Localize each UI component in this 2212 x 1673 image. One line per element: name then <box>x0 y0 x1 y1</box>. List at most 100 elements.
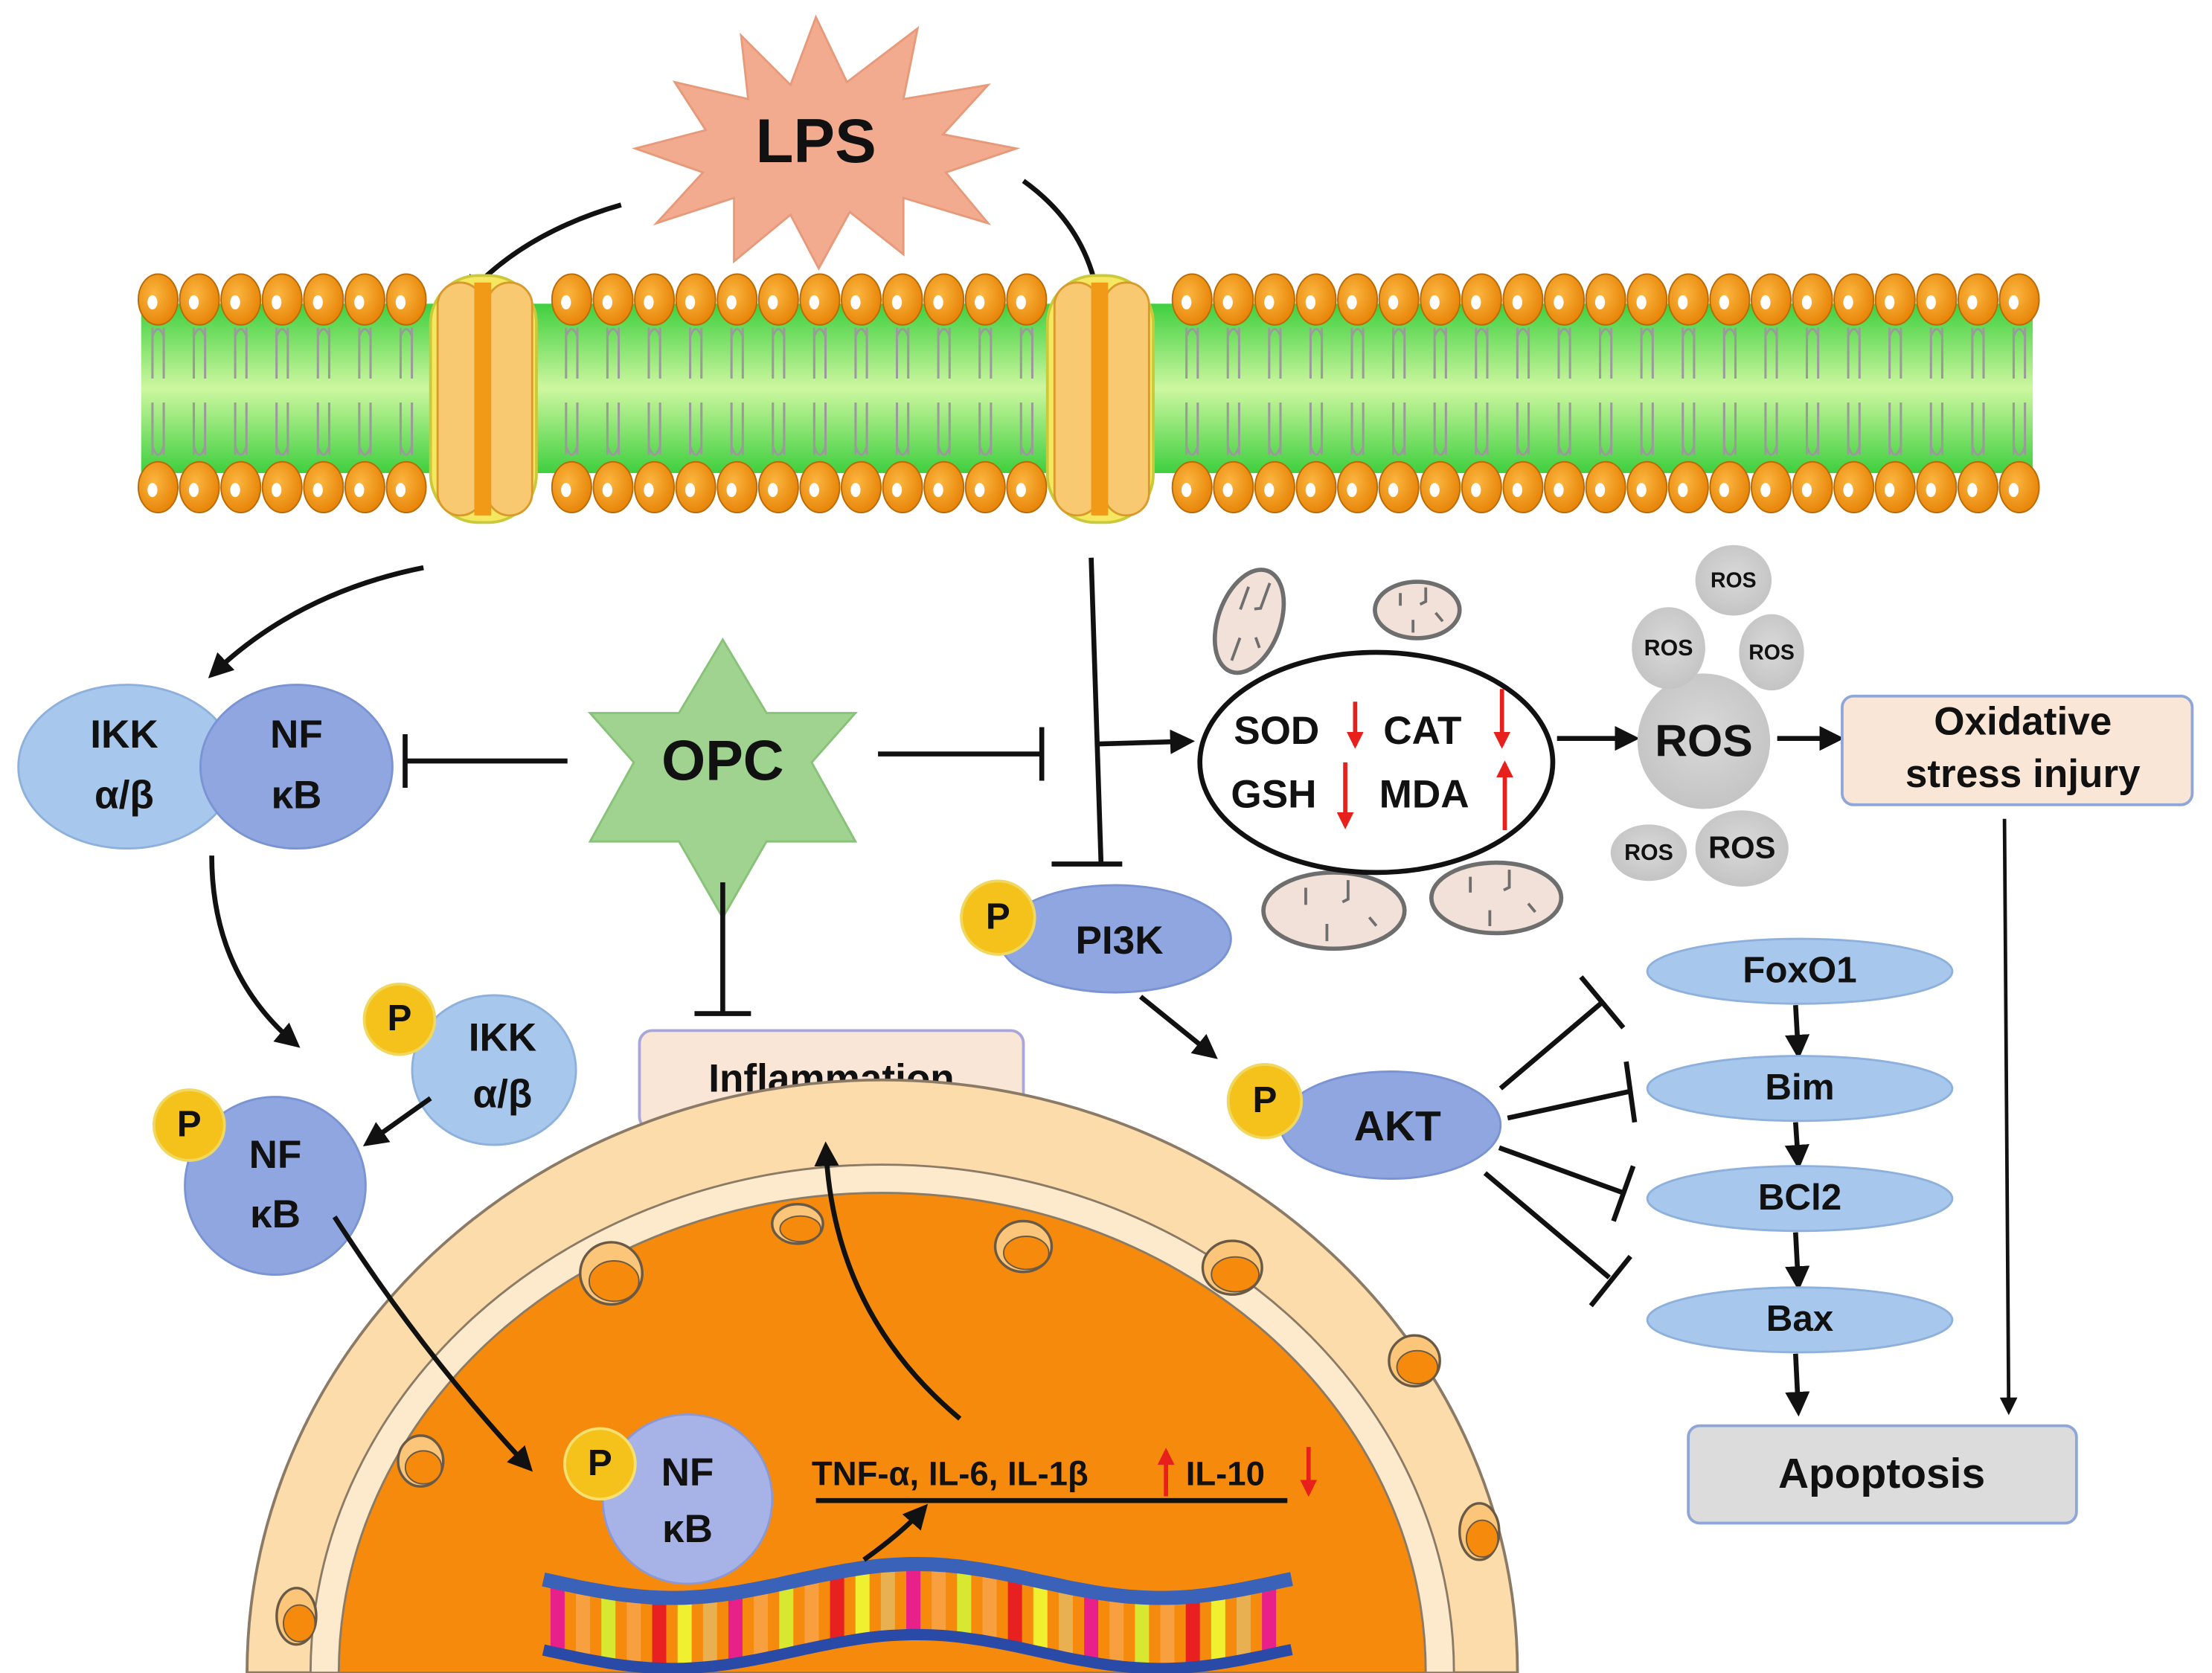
dna-base-pair <box>804 1577 819 1648</box>
lipid-tail <box>316 327 330 379</box>
chain-protein-bax: Bax <box>1646 1286 1954 1354</box>
akt-label: AKT <box>1354 1102 1441 1150</box>
chain-arrow <box>1785 1353 1810 1417</box>
dna-base-pair <box>1109 1595 1124 1666</box>
lipid-head <box>1420 273 1461 326</box>
lipid-head <box>634 460 676 514</box>
dna-base-pair <box>932 1564 946 1636</box>
ros-small-3: ROS <box>1739 614 1804 691</box>
lipid-tail <box>1516 327 1530 379</box>
lipid-tail <box>730 402 744 456</box>
lipid-head <box>1254 273 1295 326</box>
lipid-head <box>1295 460 1337 514</box>
lipid-head <box>1626 460 1668 514</box>
lipid-head <box>1667 273 1709 326</box>
lipid-tail <box>275 402 289 456</box>
membrane-down-line <box>1089 557 1104 864</box>
phospho-akt: P AKT <box>1226 1063 1502 1181</box>
ikk-nfkb-complex: IKK α/β NF κB <box>17 684 394 850</box>
lipid-head <box>1998 273 2040 326</box>
ros-main-label: ROS <box>1655 715 1753 765</box>
pi3k-to-akt-arrow <box>1138 995 1218 1059</box>
lipid-tails <box>151 327 2027 456</box>
lipid-tail <box>151 327 165 379</box>
chain-protein-label: FoxO1 <box>1743 950 1856 991</box>
nuclear-phospho-nfkb: P NF κB <box>563 1413 774 1585</box>
lipid-tail <box>1847 402 1861 456</box>
lipid-tail <box>358 327 372 379</box>
nuclear-pore <box>275 1587 318 1646</box>
lipid-head <box>179 460 220 514</box>
lipid-head <box>799 273 841 326</box>
ros-small-label: ROS <box>1644 636 1693 661</box>
lipid-tail <box>1350 402 1365 456</box>
phosphate-pi3k-label: P <box>986 896 1010 937</box>
lipid-tail <box>1433 402 1447 456</box>
lipid-tail <box>1392 402 1406 456</box>
lipid-tail <box>1350 327 1365 379</box>
lipid-head <box>1916 273 1958 326</box>
lipid-head <box>1792 273 1833 326</box>
lipid-tail <box>978 327 993 379</box>
dna-base-pair <box>1058 1587 1073 1658</box>
lipid-tail <box>606 327 621 379</box>
nuclear-nfkb-protein <box>601 1413 774 1585</box>
ikk-protein <box>411 994 577 1146</box>
lipid-tail <box>647 327 661 379</box>
lipid-tail <box>854 402 868 456</box>
lipid-head <box>1213 460 1254 514</box>
phosphate-ikk <box>362 982 437 1056</box>
lipid-tail <box>1805 327 1820 379</box>
phosphate-nfkb-label: P <box>177 1103 202 1144</box>
lipid-head <box>675 273 717 326</box>
lipid-tail <box>854 327 868 379</box>
nuclear-pore <box>771 1203 824 1245</box>
dna-base-pair <box>1185 1596 1200 1667</box>
nuclear-pore <box>1201 1239 1263 1296</box>
opc-label: OPC <box>661 730 783 793</box>
cat-label: CAT <box>1383 709 1461 753</box>
lipid-tail <box>1475 402 1489 456</box>
p-ikk-label: IKK <box>469 1016 536 1060</box>
cytokine-up-label: TNF-α, IL-6, IL-1β <box>812 1454 1089 1492</box>
nucleus <box>246 1078 1519 1673</box>
mitochondrion-icon <box>1261 870 1407 951</box>
lipid-head <box>1295 273 1337 326</box>
lps-label: LPS <box>755 106 876 176</box>
ikk-subtype-label: α/β <box>94 773 154 817</box>
p-nfkb-label-top: NF <box>249 1133 302 1177</box>
dna-base-pair <box>1262 1584 1277 1655</box>
lipid-tail <box>1599 327 1613 379</box>
lipid-tail <box>1805 402 1820 456</box>
oxidative-label-line2: stress injury <box>1905 752 2141 796</box>
chain-protein-label: Bim <box>1765 1067 1834 1108</box>
lipid-tail <box>1888 402 1902 456</box>
lipid-head <box>1420 460 1461 514</box>
oxidative-to-apoptosis-arrow <box>1999 818 2018 1416</box>
lipid-tail <box>689 402 703 456</box>
lipid-head <box>964 273 1006 326</box>
lipid-tail <box>1557 327 1571 379</box>
gene-to-inflammation-arrow <box>814 1141 962 1421</box>
lipid-head <box>1626 273 1668 326</box>
nfkb-protein <box>184 1096 367 1277</box>
lipid-head <box>1254 460 1295 514</box>
lipid-head <box>1378 273 1420 326</box>
dna-base-pair <box>1160 1597 1175 1669</box>
dna-helix <box>542 1557 1293 1673</box>
dna-base-pair <box>652 1597 667 1669</box>
lipid-head <box>385 460 427 514</box>
lipid-tail <box>565 327 579 379</box>
lipid-head <box>1833 460 1875 514</box>
phosphate-pi3k <box>960 879 1036 956</box>
lipid-head <box>220 273 262 326</box>
lipid-tail <box>647 402 661 456</box>
lipid-head <box>757 460 799 514</box>
lipid-tail <box>772 327 786 379</box>
ros-small-label: ROS <box>1748 640 1795 664</box>
nuclear-pore <box>579 1241 644 1306</box>
lipid-tail <box>1557 402 1571 456</box>
nuclear-nfkb-label-top: NF <box>661 1451 714 1494</box>
lipid-head <box>882 460 923 514</box>
nuclear-pore <box>1458 1502 1501 1561</box>
